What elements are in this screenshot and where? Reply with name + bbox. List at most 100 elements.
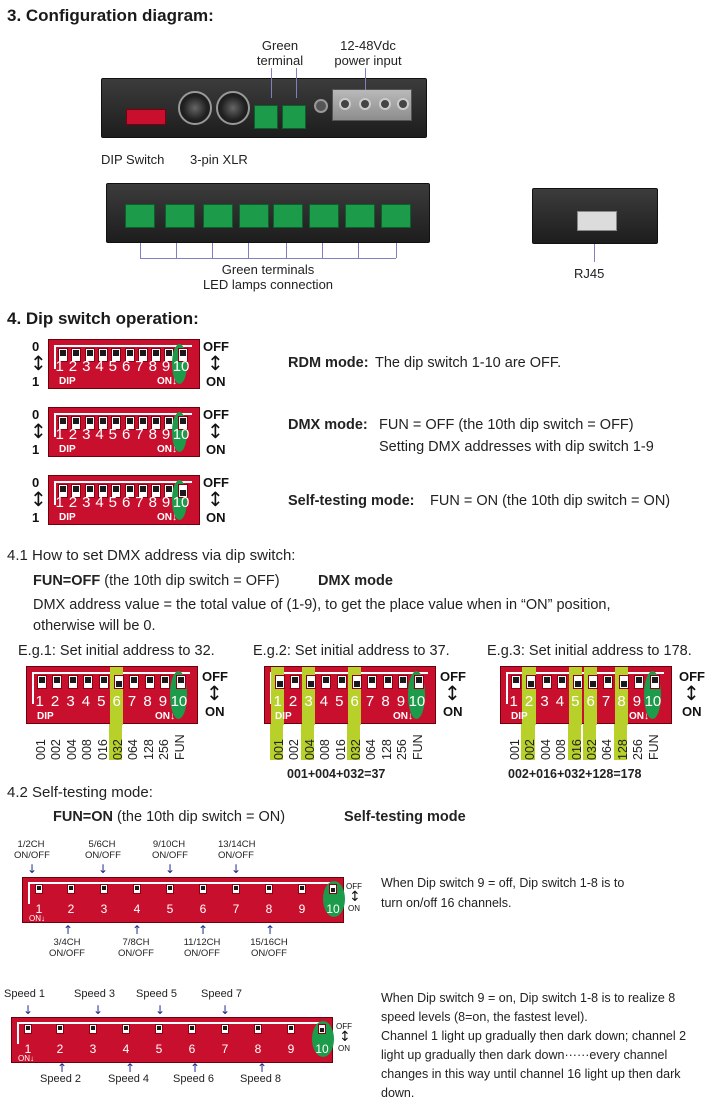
switch-slot — [67, 884, 75, 894]
highlight-column-ext — [583, 724, 597, 760]
switch-number: 4 — [95, 358, 104, 375]
switch-knob — [153, 350, 160, 356]
switch-slot — [151, 348, 162, 362]
switch-number: 7 — [135, 426, 144, 443]
switch-slot — [382, 675, 393, 689]
dip-label: DIP — [59, 512, 76, 523]
on-label: ON — [206, 374, 226, 389]
off-label: OFF — [679, 669, 705, 684]
switch-number: 4 — [95, 426, 104, 443]
caption-line: ON/OFF — [85, 850, 121, 861]
switch-number: 5 — [97, 693, 106, 710]
switch-knob — [153, 418, 160, 424]
switch-number: 7 — [127, 693, 137, 710]
section-3-title: 3. Configuration diagram: — [7, 6, 214, 25]
switch-slot — [111, 348, 122, 362]
switch-knob — [543, 677, 550, 683]
switch-knob — [157, 1026, 161, 1030]
switch-number: 10 — [408, 693, 426, 710]
place-value-label: 001 — [508, 739, 522, 760]
highlight-column-ext — [521, 724, 535, 760]
fun-off-line: FUN=OFF (the 10th dip switch = OFF) — [33, 573, 280, 589]
dip-label: DIP — [59, 444, 76, 455]
down-arrow: ↓ — [155, 1003, 166, 1017]
place-value-label: 004 — [538, 739, 553, 760]
speed-label-bottom: Speed 6 — [173, 1073, 214, 1085]
up-down-arrow: ↕ — [683, 681, 700, 705]
switch-knob — [126, 350, 133, 356]
on-label: ON — [205, 704, 225, 719]
switch-knob — [166, 418, 173, 424]
switch-slot — [199, 884, 207, 894]
switch-number: 3 — [89, 1042, 97, 1056]
on-label: ON — [338, 1044, 350, 1053]
caption-line: 7/8CH — [122, 937, 150, 948]
switch-slot — [588, 675, 598, 689]
switch-slot — [177, 416, 188, 430]
caption-line: ON/OFF — [184, 948, 220, 959]
caption-line: ON/OFF — [14, 850, 50, 861]
switch-slot — [634, 675, 645, 689]
switch-slot — [177, 484, 188, 498]
switch-knob — [307, 681, 314, 687]
switch-number: 10 — [644, 693, 662, 710]
switch-slot — [177, 348, 188, 362]
place-value-label: 128 — [379, 739, 394, 760]
off-label: OFF — [346, 882, 362, 891]
switch-number: 3 — [304, 693, 313, 710]
example-3-sum: 002+016+032+128=178 — [508, 767, 642, 781]
up-down-arrow: ↕ — [206, 681, 223, 705]
down-arrow: ↓ — [23, 1003, 34, 1017]
switch-slot — [275, 675, 285, 689]
switch-slot — [137, 416, 148, 430]
caption-line: 15/16CH — [250, 937, 288, 948]
switch-knob — [113, 486, 120, 492]
switch-knob — [415, 677, 422, 683]
one-label: 1 — [32, 442, 40, 457]
one-label: 1 — [32, 374, 40, 389]
place-value-label: 002 — [287, 739, 302, 760]
switch-slot — [58, 416, 68, 430]
switch-knob — [58, 1026, 62, 1030]
switch-slot — [133, 884, 141, 894]
down-arrow: ↓ — [220, 1003, 231, 1017]
switch-number: 6 — [112, 693, 121, 710]
switch-slot — [265, 884, 273, 894]
switch-slot — [221, 1024, 229, 1034]
switch-knob — [131, 677, 138, 683]
dip-frame — [54, 481, 192, 505]
switch-number: 4 — [319, 693, 329, 710]
off-label: OFF — [203, 475, 229, 490]
speed-label-top: Speed 5 — [136, 988, 177, 1000]
switch-slot — [352, 675, 362, 689]
switch-number: 10 — [172, 358, 190, 375]
switch-slot — [151, 484, 162, 498]
section-4-title: 4. Dip switch operation: — [7, 309, 199, 328]
place-value-label: 064 — [126, 739, 141, 760]
switch-number: 10 — [172, 426, 190, 443]
place-value-label: 064 — [364, 739, 379, 760]
place-value-label: 016 — [333, 739, 348, 760]
switch-knob — [113, 350, 120, 356]
up-down-arrow: ↕ — [207, 487, 224, 511]
switch-slot — [367, 675, 378, 689]
switch-slot — [557, 675, 568, 689]
switch-number: 6 — [121, 358, 131, 375]
switch-knob — [26, 1026, 30, 1030]
highlight-column-ext — [613, 724, 628, 760]
mode-dmx-desc-2: Setting DMX addresses with dip switch 1-… — [379, 439, 654, 455]
switch-knob — [113, 418, 120, 424]
xlr-plug-image — [216, 91, 250, 125]
self-test-desc-1: When Dip switch 9 = off, Dip switch 1-8 … — [381, 876, 625, 910]
switch-slot — [52, 675, 63, 689]
switch-knob — [99, 350, 106, 356]
switch-knob — [146, 677, 153, 683]
switch-knob — [559, 677, 566, 683]
switch-slot — [56, 1024, 64, 1034]
place-value-label: 032 — [349, 739, 363, 760]
fun-on-line: FUN=ON (the 10th dip switch = ON) — [53, 809, 286, 825]
switch-number: 9 — [161, 358, 171, 375]
